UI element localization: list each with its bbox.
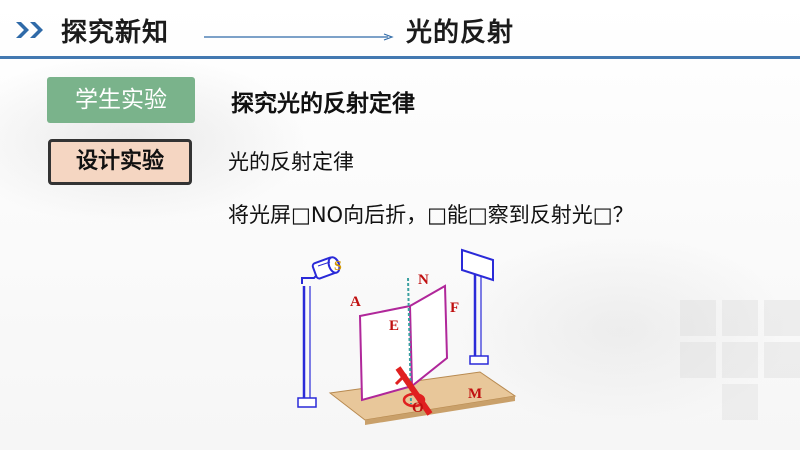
header-divider bbox=[0, 56, 800, 59]
body-text-line-2: 将光屏□NO向后折，□能□察到反射光□？ bbox=[228, 203, 634, 227]
mirror-mark bbox=[394, 372, 408, 386]
label-F: F bbox=[450, 300, 459, 316]
lesson-title: 光的反射 bbox=[406, 18, 515, 48]
label-S: S bbox=[334, 259, 342, 274]
right-stand-card bbox=[461, 248, 494, 282]
design-experiment-label: 设计实验 bbox=[75, 149, 164, 174]
label-E: E bbox=[389, 318, 399, 334]
header-bar: 探究新知 光的反射 bbox=[0, 0, 800, 62]
label-M: M bbox=[468, 386, 482, 402]
student-experiment-tag: 学生实验 bbox=[47, 77, 195, 123]
arrow-line-icon bbox=[204, 33, 394, 41]
label-A: A bbox=[350, 294, 361, 310]
label-O: O bbox=[412, 400, 424, 416]
screen-right bbox=[408, 284, 449, 389]
left-stand-foot bbox=[297, 397, 317, 408]
body-text-line-1: 光的反射定律 bbox=[228, 150, 354, 174]
decorative-grid bbox=[680, 300, 800, 420]
reflection-experiment-diagram: S N A F E O M bbox=[297, 248, 517, 425]
mirror-O bbox=[402, 392, 426, 408]
label-N: N bbox=[418, 272, 429, 288]
base-plate-edge bbox=[365, 396, 515, 425]
section-title: 探究新知 bbox=[61, 18, 170, 48]
lamp-icon bbox=[311, 256, 341, 280]
student-experiment-label: 学生实验 bbox=[75, 87, 167, 113]
design-experiment-tag: 设计实验 bbox=[48, 139, 192, 185]
right-stand-foot bbox=[469, 355, 489, 365]
screen-left bbox=[358, 304, 414, 402]
double-chevron-icon bbox=[16, 22, 43, 38]
main-heading: 探究光的反射定律 bbox=[231, 91, 415, 117]
